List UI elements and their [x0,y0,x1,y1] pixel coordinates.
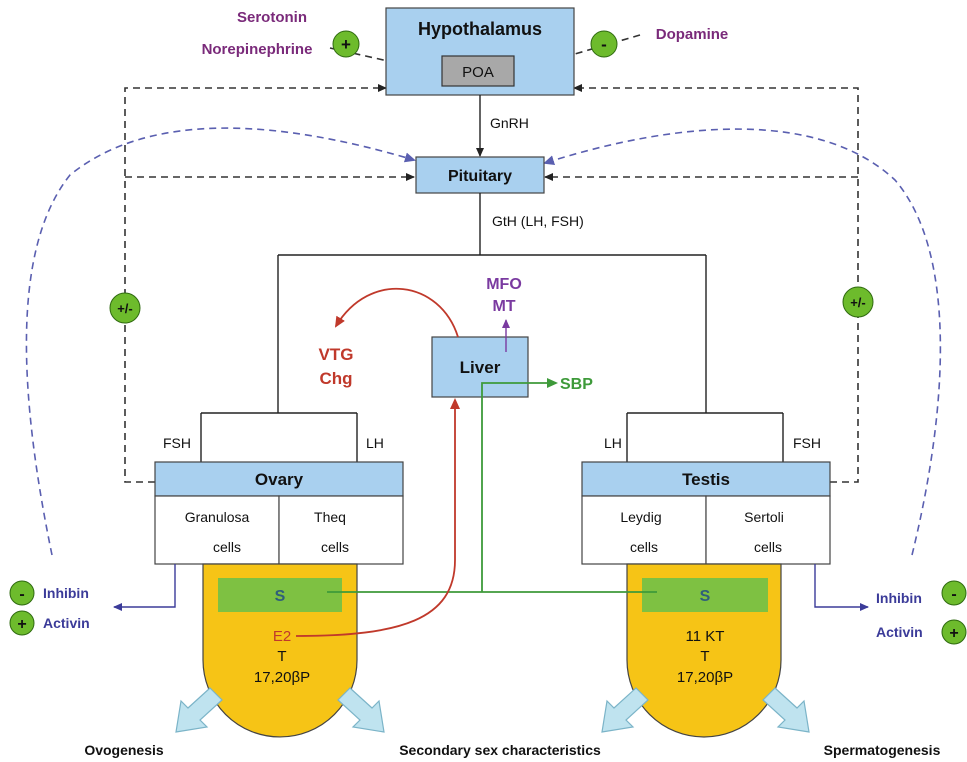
theq-cell-box [278,495,404,565]
theq-cells-label: cells [321,539,349,555]
s-left-label: S [275,588,286,605]
liver-label: Liver [460,358,501,377]
sertoli-cells-label: cells [754,539,782,555]
activin-left-plus-badge [9,610,35,636]
serotonin-label: Serotonin [237,9,307,26]
dopamine-minus-badge [590,30,618,58]
mfo-label: MFO [486,276,522,293]
sertoli-label: Sertoli [744,509,784,525]
theq-label: Theq [314,509,346,525]
leydig-label: Leydig [620,509,661,525]
pituitary-box [415,156,545,194]
e2-to-liver-arrow [295,398,460,637]
granulosa-label: Granulosa [185,509,250,525]
plus-minus-badge-left [109,292,141,324]
vtg-label: VTG [319,345,354,364]
feedback-curve-right [543,128,942,556]
secondary-sex-label: Secondary sex characteristics [399,742,601,758]
p-right-label: 17,20βP [677,669,733,686]
fsh-left-label: FSH [163,435,191,451]
inhibin-left-arrow [113,564,176,611]
s-bar-left [218,578,342,612]
plus-minus-symbol-left: +/- [117,301,133,316]
ovary-box [154,461,404,497]
activin-right-plus-badge [941,619,967,645]
gth-lines [201,193,783,414]
gth-label: GtH (LH, FSH) [492,213,584,229]
inhibin-left-label: Inhibin [43,585,89,601]
activin-right-plus-symbol: + [949,625,958,642]
gnrh-label: GnRH [490,115,529,131]
spermatogenesis-hollow-arrow [762,687,810,733]
inhibin-right-minus-symbol: - [951,586,956,603]
dopamine-arrow [519,34,641,72]
granulosa-cells-label: cells [213,539,241,555]
pituitary-label: Pituitary [448,168,512,185]
feedback-curve-left [25,127,416,556]
norepinephrine-label: Norepinephrine [202,41,313,58]
inhibin-right-minus-badge [941,580,967,606]
secondary-left-hollow-arrow [337,687,385,733]
poa-box [441,55,515,87]
chg-label: Chg [319,369,352,388]
ovogenesis-label: Ovogenesis [84,742,164,758]
serotonin-plus-symbol: + [341,35,351,54]
dopamine-label: Dopamine [656,26,729,43]
serotonin-plus-badge [332,30,360,58]
inhibin-right-arrow [814,564,869,611]
ovary-label: Ovary [255,470,304,489]
leydig-cell-box [581,495,707,565]
s-bar-right [642,578,768,612]
lh-left-label: LH [366,435,384,451]
fsh-right-label: FSH [793,435,821,451]
plus-minus-symbol-right: +/- [850,295,866,310]
inhibin-right-label: Inhibin [876,590,922,606]
vtg-arrow [334,287,459,338]
poa-label: POA [462,64,494,81]
e2-label: E2 [273,628,291,645]
t-right-label: T [700,648,709,665]
hypothalamus-label: Hypothalamus [418,19,542,39]
p-left-label: 17,20βP [254,669,310,686]
lh-right-label: LH [604,435,622,451]
sertoli-cell-box [705,495,831,565]
mt-label: MT [492,298,515,315]
kt11-label: 11 KT [686,628,725,645]
gonad-feedback-left [124,84,415,483]
testis-label: Testis [682,470,730,489]
activin-left-plus-symbol: + [17,616,26,633]
plus-minus-badge-right [842,286,874,318]
testis-box [581,461,831,497]
outcome-arrows [175,687,810,733]
activin-left-label: Activin [43,615,90,631]
dopamine-minus-symbol: - [601,35,607,54]
inhibin-left-minus-symbol: - [19,586,24,603]
ovogenesis-hollow-arrow [175,687,223,733]
liver-box [431,336,529,398]
leydig-cells-label: cells [630,539,658,555]
secondary-right-hollow-arrow [601,687,649,733]
sbp-line [481,378,558,592]
activin-right-label: Activin [876,624,923,640]
granulosa-cell-box [154,495,280,565]
gonad-feedback-right [544,84,859,483]
sbp-label: SBP [560,376,593,393]
s-right-label: S [700,588,711,605]
t-left-label: T [277,648,286,665]
inhibin-left-minus-badge [9,580,35,606]
spermatogenesis-label: Spermatogenesis [824,742,941,758]
